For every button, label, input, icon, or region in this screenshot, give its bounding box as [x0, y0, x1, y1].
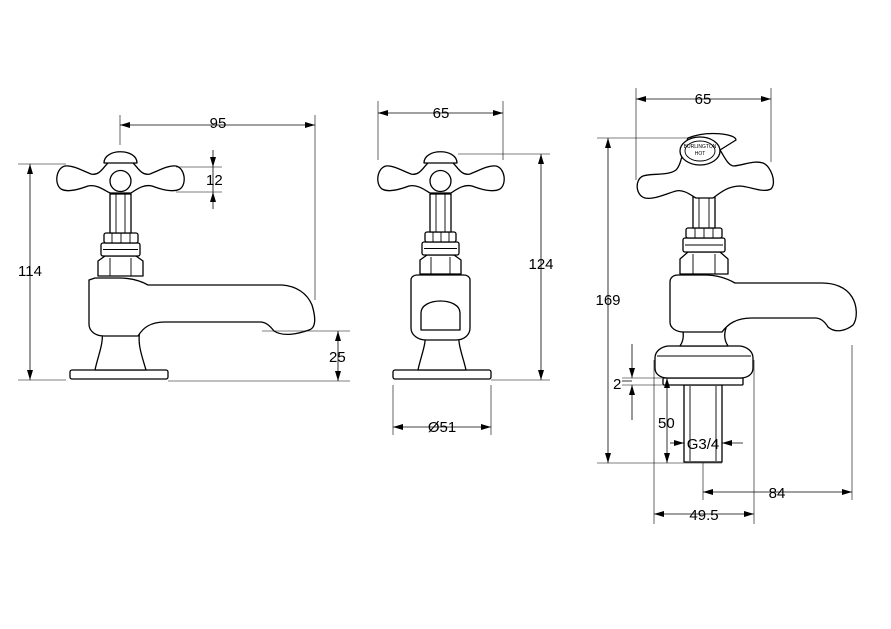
dim-thread: G3/4 — [687, 436, 720, 453]
dim-side-height: 114 — [18, 263, 42, 280]
side-hex-nut — [97, 255, 144, 277]
front-spindle — [429, 193, 452, 233]
side-handle-hub — [109, 169, 132, 193]
front-hex-nut — [419, 254, 462, 275]
side-base-plate — [69, 369, 169, 380]
section-view-tap: BURLINGTON HOT — [636, 132, 857, 463]
front-view-tap — [377, 151, 505, 380]
side-spindle — [109, 193, 132, 234]
badge-hot: HOT — [695, 151, 706, 157]
dim-front-height: 124 — [528, 256, 553, 273]
front-handle-dome — [423, 151, 458, 164]
badge-maker: BURLINGTON — [684, 144, 717, 150]
dim-flange-diameter: 49.5 — [689, 507, 718, 524]
section-spindle — [692, 196, 716, 229]
front-handle-hub — [429, 169, 452, 193]
front-view-dimensions: 65 124 Ø51 — [377, 101, 554, 436]
side-handle-dome — [103, 151, 138, 164]
section-hex-nut — [679, 251, 729, 275]
dim-side-width: 95 — [210, 115, 227, 132]
dim-section-width: 65 — [695, 91, 712, 108]
side-view-dimensions: 95 114 12 25 — [18, 115, 350, 382]
side-view-tap — [56, 151, 316, 380]
dim-handle-thickness: 12 — [206, 172, 223, 189]
section-view-dimensions: 65 169 2 50 G3/4 84 49.5 — [595, 88, 853, 524]
section-flange — [654, 345, 754, 379]
dim-front-width: 65 — [433, 105, 450, 122]
front-gland-nut — [424, 231, 457, 243]
front-spout-opening — [420, 300, 461, 331]
dim-base-diameter: Ø51 — [428, 419, 456, 436]
dim-section-height: 169 — [595, 292, 620, 309]
dim-tail-length: 50 — [658, 415, 675, 432]
section-washer — [662, 377, 744, 386]
side-body-spout — [88, 277, 316, 337]
front-base-plate — [392, 369, 492, 380]
dim-washer: 2 — [613, 376, 621, 393]
section-body-spout — [669, 274, 857, 333]
dim-reach: 84 — [769, 485, 786, 502]
dim-base-height: 25 — [329, 349, 346, 366]
